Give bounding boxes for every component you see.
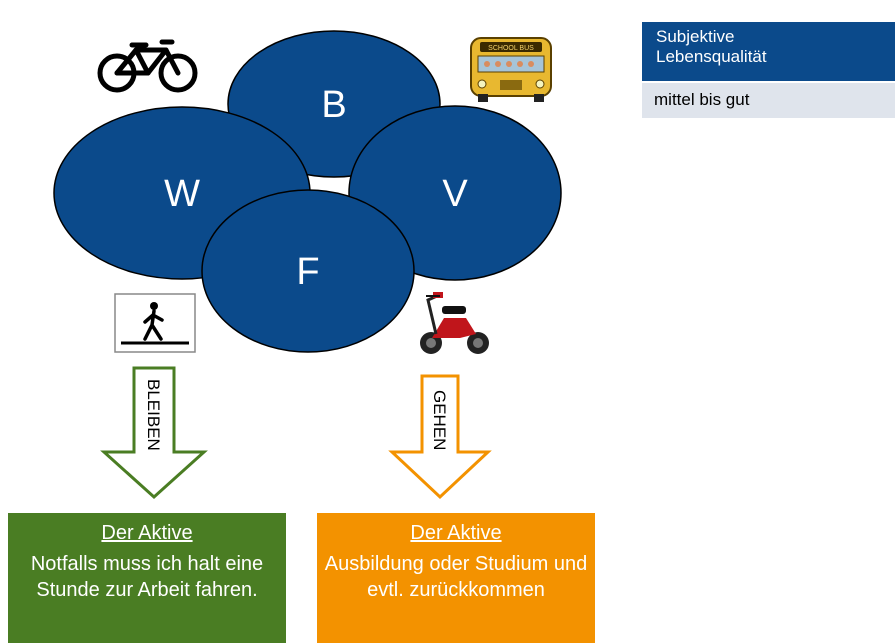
bleiben-arrow — [100, 366, 208, 500]
quality-of-life-value: mittel bis gut — [642, 83, 895, 118]
quality-of-life-header: Subjektive Lebensqualität — [642, 22, 895, 81]
ellipse-label-v: V — [442, 173, 468, 215]
bleiben-outcome-box: Der Aktive Notfalls muss ich halt eine S… — [8, 513, 286, 643]
bleiben-outcome-title: Der Aktive — [101, 522, 193, 544]
gehen-outcome-box: Der Aktive Ausbildung oder Studium und e… — [317, 513, 595, 643]
gehen-arrow-label: GEHEN — [430, 390, 449, 450]
ellipse-label-b: B — [321, 84, 346, 126]
pedestrian-icon — [114, 293, 196, 353]
bleiben-arrow-label: BLEIBEN — [144, 379, 163, 451]
svg-text:SCHOOL BUS: SCHOOL BUS — [488, 45, 534, 52]
ellipse-label-w: W — [164, 173, 200, 215]
gehen-arrow — [388, 374, 492, 500]
bleiben-outcome-text: Notfalls muss ich halt eine Stunde zur A… — [30, 553, 264, 601]
ellipse-label-f: F — [296, 251, 319, 293]
gehen-outcome-text: Ausbildung oder Studium und evtl. zurück… — [324, 553, 588, 601]
gehen-outcome-title: Der Aktive — [410, 522, 502, 544]
quality-of-life-panel: Subjektive Lebensqualität mittel bis gut — [642, 22, 895, 118]
bicycle-icon — [97, 39, 198, 93]
moped-icon — [420, 292, 489, 354]
school-bus-icon: SCHOOL BUS — [470, 37, 552, 102]
ellipse-f — [201, 189, 415, 353]
